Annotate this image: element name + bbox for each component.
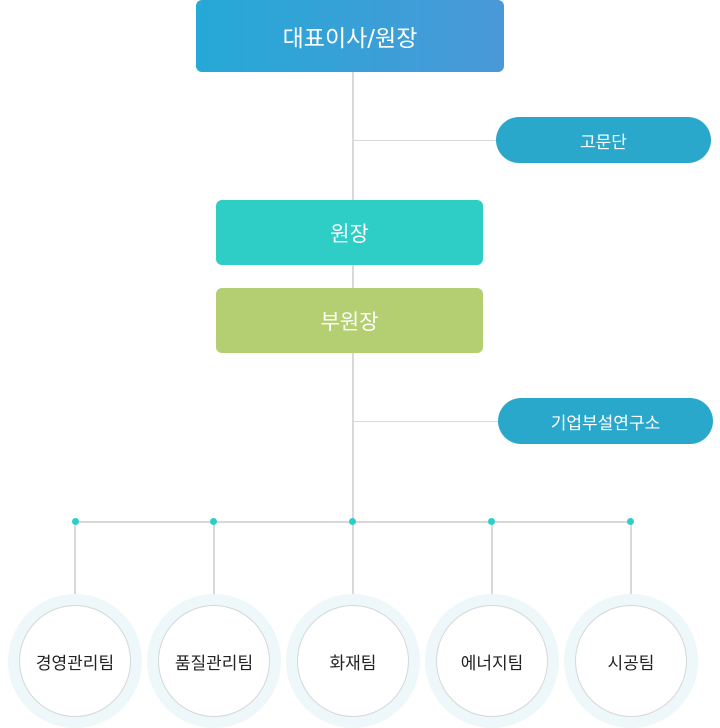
team-node-energy: 에너지팀 bbox=[425, 594, 559, 728]
team-node-quality: 품질관리팀 bbox=[147, 594, 281, 728]
junction-dot bbox=[627, 518, 634, 525]
team-drop-line bbox=[352, 522, 354, 594]
vice-director-label: 부원장 bbox=[320, 309, 379, 334]
team-label: 화재팀 bbox=[329, 653, 377, 674]
ceo-label: 대표이사/원장 bbox=[282, 26, 418, 52]
research-lab-node: 기업부설연구소 bbox=[498, 398, 713, 444]
junction-dot bbox=[349, 518, 356, 525]
director-label: 원장 bbox=[330, 221, 369, 246]
team-circle: 화재팀 bbox=[297, 605, 409, 717]
team-drop-line bbox=[630, 522, 632, 594]
vice-director-node: 부원장 bbox=[216, 288, 483, 353]
team-circle: 시공팀 bbox=[575, 605, 687, 717]
advisory-node: 고문단 bbox=[496, 117, 711, 163]
team-label: 시공팀 bbox=[607, 653, 655, 674]
team-node-management: 경영관리팀 bbox=[8, 594, 142, 728]
ceo-node: 대표이사/원장 bbox=[196, 0, 504, 72]
team-node-construction: 시공팀 bbox=[564, 594, 698, 728]
team-circle: 에너지팀 bbox=[436, 605, 548, 717]
junction-dot bbox=[72, 518, 79, 525]
team-drop-line bbox=[74, 522, 76, 594]
team-label: 품질관리팀 bbox=[174, 653, 254, 674]
junction-dot bbox=[210, 518, 217, 525]
team-label: 에너지팀 bbox=[460, 653, 524, 674]
advisory-label: 고문단 bbox=[580, 132, 627, 153]
team-node-fire: 화재팀 bbox=[286, 594, 420, 728]
junction-dot bbox=[488, 518, 495, 525]
team-circle: 경영관리팀 bbox=[19, 605, 131, 717]
team-label: 경영관리팀 bbox=[35, 653, 115, 674]
team-drop-line bbox=[213, 522, 215, 594]
research-connector bbox=[354, 421, 498, 422]
team-circle: 품질관리팀 bbox=[158, 605, 270, 717]
team-drop-line bbox=[491, 522, 493, 594]
research-lab-label: 기업부설연구소 bbox=[550, 413, 661, 434]
director-node: 원장 bbox=[216, 200, 483, 265]
advisory-connector bbox=[354, 140, 496, 141]
